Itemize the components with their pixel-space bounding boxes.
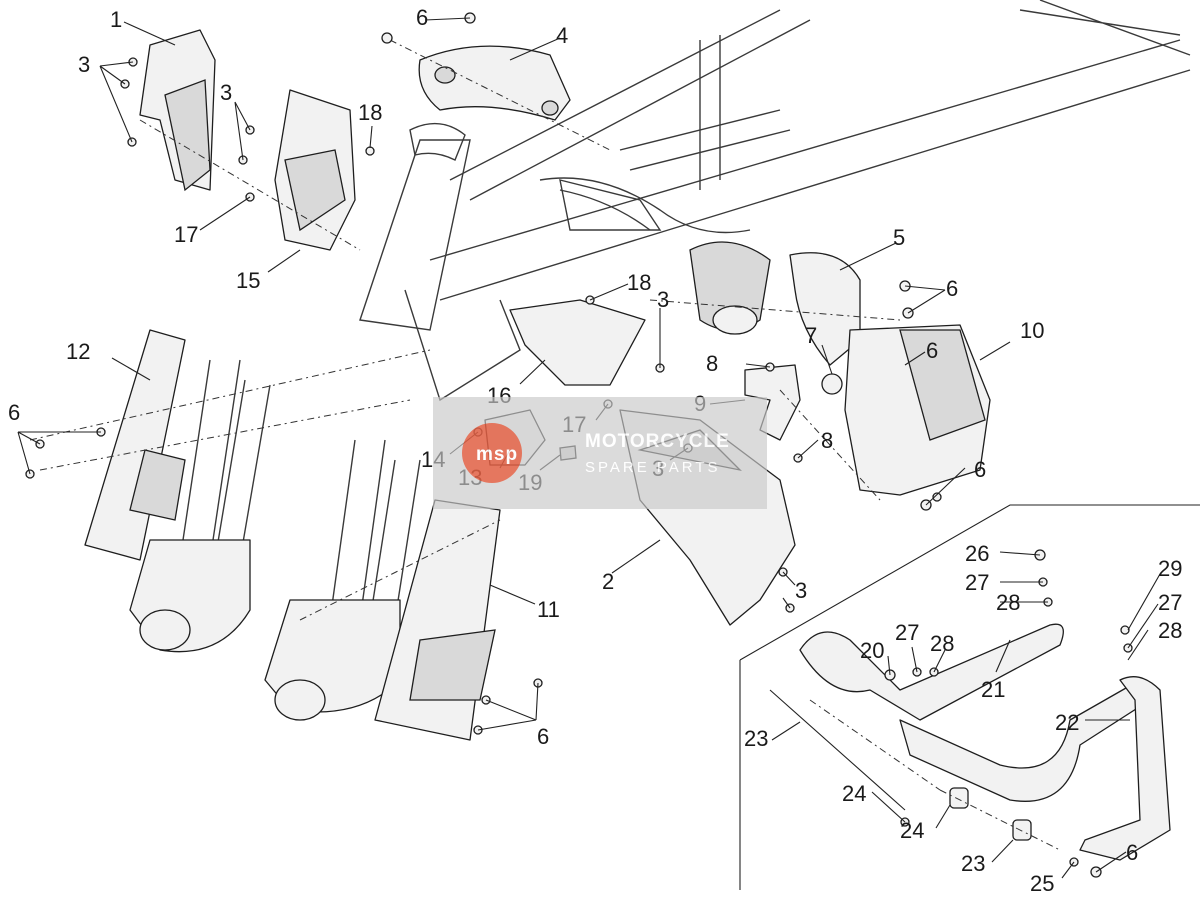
- callout-26: 20: [860, 638, 884, 663]
- callout-6: 6: [537, 724, 549, 749]
- callout-3: 3: [795, 578, 807, 603]
- callout-8: 8: [821, 428, 833, 453]
- callout-28: 28: [930, 631, 954, 656]
- part-15-bracket: [274, 89, 356, 251]
- callout-11: 11: [537, 597, 560, 622]
- part-22-bolt: [769, 689, 906, 811]
- leader-lines: [17, 17, 1161, 879]
- callout-5: 5: [893, 225, 905, 250]
- part-9-bracket: [744, 364, 801, 441]
- callout-4: 4: [556, 23, 568, 48]
- watermark-logo-icon: [462, 423, 522, 483]
- callout-6: 6: [416, 5, 428, 30]
- watermark-line-1: MOTORCYCLE: [585, 431, 730, 452]
- part-10-radiator-cover: [844, 324, 991, 496]
- callout-28: 28: [1158, 618, 1182, 643]
- callout-21: 22: [1055, 710, 1079, 735]
- callout-6: 6: [926, 338, 938, 363]
- callout-20: 21: [981, 677, 1005, 702]
- part-20-crash-bar: [799, 623, 1064, 721]
- part-21-crash-bar: [899, 676, 1171, 861]
- callout-24: 23: [961, 851, 985, 876]
- callout-2: 2: [602, 569, 614, 594]
- callout-23: 25: [1030, 871, 1054, 896]
- callout-27: 27: [895, 620, 919, 645]
- callout-3: 3: [657, 287, 669, 312]
- callout-10: 10: [1020, 318, 1044, 343]
- callout-15: 15: [236, 268, 260, 293]
- callout-3: 3: [220, 80, 232, 105]
- callout-6: 6: [974, 457, 986, 482]
- callout-23: 24: [842, 781, 866, 806]
- callout-3: 3: [78, 52, 90, 77]
- watermark-logo-text: msp: [476, 444, 518, 465]
- part-16-bracket: [509, 299, 646, 386]
- part-1-upper-cover: [139, 29, 216, 192]
- callout-24: 24: [900, 818, 924, 843]
- callout-18: 18: [358, 100, 382, 125]
- group-divider: [739, 504, 1200, 890]
- callout-6: 6: [8, 400, 20, 425]
- callout-7: 7: [805, 323, 817, 348]
- part-4-cover: [418, 45, 571, 121]
- part-11-fork-guard: [374, 499, 501, 741]
- motorcycle-frame: [359, 0, 1191, 402]
- part-5-cover: [789, 252, 861, 366]
- callout-22: 23: [744, 726, 768, 751]
- watermark-line-2: SPARE PARTS: [585, 459, 721, 476]
- callout-29: 29: [1158, 556, 1182, 581]
- part-24-spacers: [949, 787, 1032, 841]
- callout-6: 6: [946, 276, 958, 301]
- watermark: msp MOTORCYCLE SPARE PARTS: [433, 397, 767, 509]
- callout-labels: 1 3 4 6 3 18 17 15 5 6 18 3 12 16 8 7 6 …: [8, 5, 1182, 896]
- callout-25: 6: [1126, 840, 1138, 865]
- alignment-lines: [29, 39, 1061, 851]
- callout-26: 26: [965, 541, 989, 566]
- fasteners: [25, 12, 1133, 878]
- part-12-fork-guard: [84, 329, 186, 561]
- callout-1: 1: [110, 7, 122, 32]
- front-fork: [129, 359, 421, 721]
- callout-18: 18: [627, 270, 651, 295]
- callout-12: 12: [66, 339, 90, 364]
- callout-27: 27: [965, 570, 989, 595]
- callout-17: 17: [174, 222, 198, 247]
- callout-8: 8: [706, 351, 718, 376]
- callout-28: 28: [996, 590, 1020, 615]
- callout-27: 27: [1158, 590, 1182, 615]
